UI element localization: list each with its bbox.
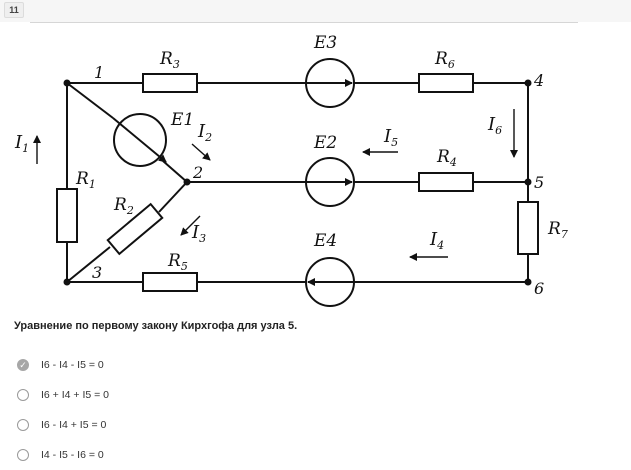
current-label-i4: I4 [429, 229, 444, 252]
resistor-label-r2: R2 [113, 195, 134, 217]
current-label-i3: I3 [191, 222, 206, 245]
node-6 [524, 278, 532, 286]
source-label-e4: E4 [313, 231, 337, 251]
circuit-diagram: 1 2 3 4 5 6 E3 E1 E2 E4 R3 R6 R4 R1 R2 R… [14, 33, 568, 307]
resistor-label-r1: R1 [75, 169, 96, 191]
answer-option-label: I6 - I4 - I5 = 0 [41, 359, 104, 371]
answer-option-label: I6 + I4 + I5 = 0 [41, 389, 110, 401]
node-5 [524, 178, 532, 186]
resistor-r7 [517, 201, 539, 255]
node-label-4: 4 [533, 71, 544, 90]
node-label-6: 6 [534, 279, 544, 298]
node-2 [183, 178, 191, 186]
answer-option-2[interactable]: I6 + I4 + I5 = 0 [17, 380, 109, 410]
resistor-r2 [106, 202, 164, 256]
node-3 [63, 278, 71, 286]
question-text: Уравнение по первому закону Кирхгофа для… [14, 320, 298, 332]
resistor-r6 [418, 73, 474, 93]
node-label-2: 2 [192, 163, 203, 182]
header-divider [30, 22, 578, 23]
resistor-label-r7: R7 [547, 219, 568, 241]
answer-option-3[interactable]: I6 - I4 + I5 = 0 [17, 410, 109, 440]
node-label-1: 1 [94, 63, 104, 82]
current-label-i6: I6 [487, 114, 502, 137]
answer-options: ✓ I6 - I4 - I5 = 0 I6 + I4 + I5 = 0 I6 -… [17, 350, 109, 470]
question-header-bar [0, 0, 631, 22]
node-label-3: 3 [92, 263, 102, 282]
answer-option-1[interactable]: ✓ I6 - I4 - I5 = 0 [17, 350, 109, 380]
answer-option-label: I4 - I5 - I6 = 0 [41, 449, 104, 461]
radio-icon[interactable] [17, 449, 29, 461]
current-label-i1: I1 [14, 132, 29, 155]
source-label-e3: E3 [313, 33, 337, 53]
source-label-e1: E1 [170, 110, 194, 130]
source-label-e2: E2 [313, 133, 337, 153]
answer-option-label: I6 - I4 + I5 = 0 [41, 419, 107, 431]
resistor-label-r3: R3 [159, 49, 180, 71]
node-4 [524, 79, 532, 87]
current-label-i5: I5 [383, 126, 398, 149]
answer-option-4[interactable]: I4 - I5 - I6 = 0 [17, 440, 109, 470]
resistor-r1 [56, 188, 78, 243]
resistor-label-r5: R5 [167, 251, 188, 273]
radio-checked-icon[interactable]: ✓ [17, 359, 29, 371]
node-label-5: 5 [534, 173, 544, 192]
question-number-badge: 11 [4, 2, 24, 18]
node-1 [63, 79, 71, 87]
resistor-label-r4: R4 [436, 147, 457, 169]
current-label-i2: I2 [197, 121, 212, 144]
resistor-r4 [418, 172, 474, 192]
radio-icon[interactable] [17, 419, 29, 431]
resistor-r3 [142, 73, 198, 93]
check-icon: ✓ [19, 359, 27, 370]
radio-icon[interactable] [17, 389, 29, 401]
resistor-label-r6: R6 [434, 49, 455, 71]
resistor-r5 [142, 272, 198, 292]
